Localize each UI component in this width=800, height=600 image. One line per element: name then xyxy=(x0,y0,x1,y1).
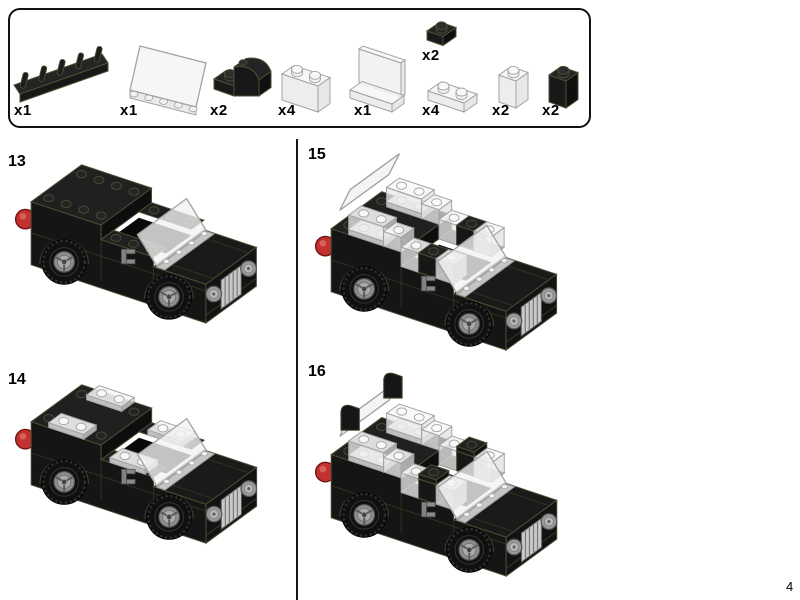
parts-box: x1 x1 x2 x4 x1 x4 x2 x2 x2 xyxy=(8,8,591,128)
part-count: x2 xyxy=(492,102,510,119)
part-count: x2 xyxy=(422,47,440,64)
wheel xyxy=(339,491,390,538)
part-icon-panel-1x2-trans xyxy=(348,45,407,113)
headlight xyxy=(505,312,523,330)
car-render xyxy=(14,164,258,325)
headlight xyxy=(240,480,258,498)
windscreen xyxy=(436,224,516,298)
windscreen xyxy=(136,197,216,271)
wheel xyxy=(39,459,90,505)
step-number: 13 xyxy=(8,153,26,170)
step-14: 14 xyxy=(0,360,296,600)
taillight xyxy=(14,428,36,450)
part-icon-windscreen xyxy=(129,45,207,116)
page-number: 4 xyxy=(786,579,794,594)
windscreen xyxy=(436,450,516,524)
part-count: x2 xyxy=(542,102,560,119)
step-15: 15 xyxy=(300,140,798,355)
roof-corner-near xyxy=(340,404,360,431)
step-number: 16 xyxy=(308,363,326,380)
grille xyxy=(220,484,242,531)
headlight xyxy=(540,287,558,305)
part-count: x1 xyxy=(120,102,138,119)
part-icon-brick-1x1-trans xyxy=(497,65,530,109)
part-count: x2 xyxy=(210,102,228,119)
step-image-16 xyxy=(314,372,558,578)
wheel xyxy=(39,239,89,285)
wheel xyxy=(144,494,195,540)
grille xyxy=(520,517,543,564)
part-count: x4 xyxy=(422,102,440,119)
headlight xyxy=(205,285,223,303)
part-count: x1 xyxy=(14,102,32,119)
headlight xyxy=(505,538,523,556)
headlight xyxy=(240,260,257,277)
step-number: 14 xyxy=(8,371,26,388)
part-icon-plate-1x1-black xyxy=(425,21,458,47)
side-clip xyxy=(421,275,436,292)
part-icon-hinge-plate-1x4 xyxy=(13,46,109,103)
step-image-15 xyxy=(314,153,558,352)
windscreen xyxy=(136,417,216,491)
headlight xyxy=(205,505,223,523)
rear-window xyxy=(339,153,401,211)
step-16: 16 xyxy=(300,355,798,600)
part-icon-curved-slope xyxy=(212,57,272,97)
wheel xyxy=(444,526,495,573)
step-13: 13 xyxy=(0,140,296,360)
parts-icons-svg xyxy=(13,21,580,116)
wheel xyxy=(444,301,495,347)
part-count: x4 xyxy=(278,102,296,119)
part-count: x1 xyxy=(354,102,372,119)
step-image-13 xyxy=(14,164,258,325)
side-clip xyxy=(421,501,436,518)
car-render xyxy=(314,372,558,578)
column-divider xyxy=(296,139,298,600)
wheel xyxy=(144,274,194,320)
car-render xyxy=(14,384,258,545)
car-render xyxy=(314,153,558,352)
headlight xyxy=(540,513,558,530)
side-clip xyxy=(121,248,136,265)
roof-corner-far xyxy=(383,372,403,399)
side-clip xyxy=(121,468,136,485)
part-icon-brick-1x1-black xyxy=(547,65,580,109)
part-icon-plate-1x2-trans xyxy=(426,81,479,113)
step-image-14 xyxy=(14,384,258,545)
step-number: 15 xyxy=(308,146,326,163)
part-icon-brick-1x2-trans xyxy=(280,64,332,113)
wheel xyxy=(339,266,390,312)
